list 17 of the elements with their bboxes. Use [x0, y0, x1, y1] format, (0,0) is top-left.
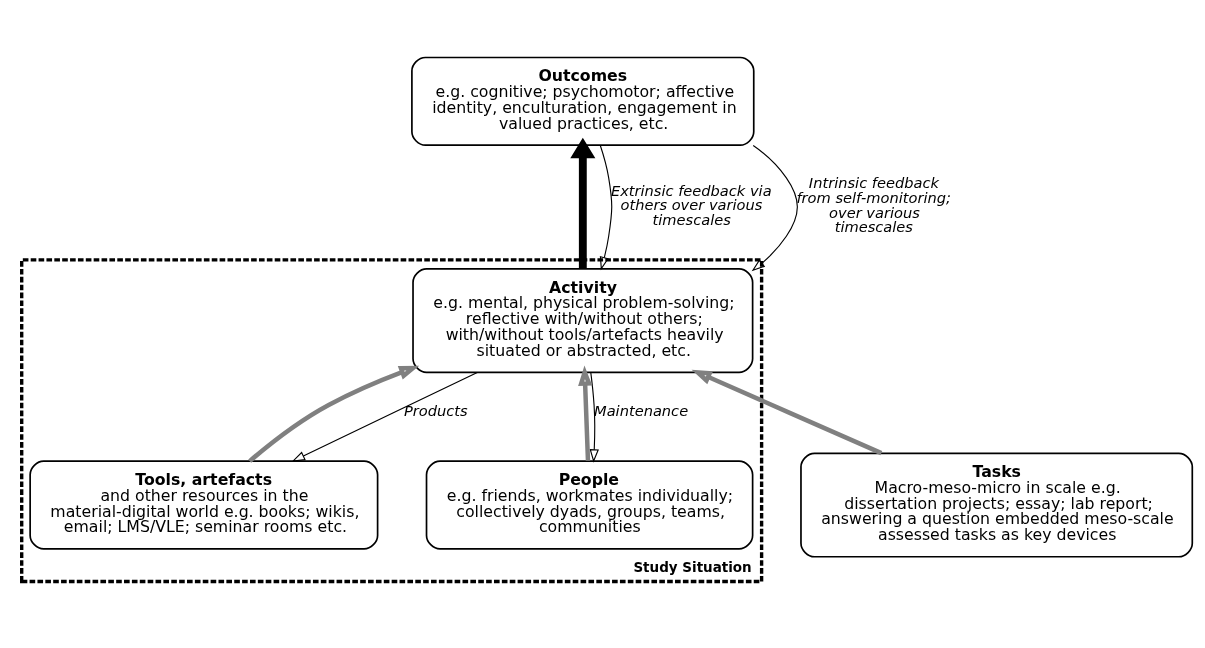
- edge-label: Extrinsic feedback via others over various timescales: [610, 181, 772, 228]
- arrow: [248, 365, 420, 463]
- edge-label: Products: [404, 401, 468, 419]
- node-box: People e.g. friends, workmates individually; collectively dyads, groups, teams, communities: [425, 460, 754, 550]
- node-box: Activity e.g. mental, physical problem-solving; reflective with/without others; with/without tools/artefacts heavily situated or abstracted, etc.: [412, 268, 754, 374]
- edge-label: Intrinsic feedback from self-monitoring; over various timescales: [796, 174, 951, 236]
- node-box: Tasks Macro-meso-micro in scale e.g. dissertation projects; essay; lab report; answering a question embedded meso-scale assessed tasks as key devices: [800, 452, 1194, 558]
- arrow: [599, 144, 613, 271]
- node-box: Outcomes e.g. cognitive; psychomotor; affective identity, enculturation, engagement in valued practices, etc.: [411, 56, 755, 147]
- node-box: Tools, artefacts and other resources in the material-digital world e.g. books; wikis, email; LMS/VLE; seminar rooms etc.: [29, 460, 379, 550]
- arrow: [578, 365, 593, 461]
- edge-label: Maintenance: [594, 401, 689, 419]
- arrow: [570, 137, 596, 269]
- arrow: [589, 372, 599, 463]
- arrow: [691, 369, 883, 456]
- arrow: [751, 144, 798, 272]
- arrow: [291, 371, 478, 462]
